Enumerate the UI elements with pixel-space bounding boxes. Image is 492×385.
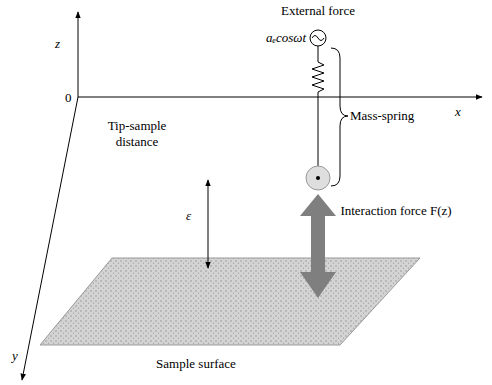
tip-mass [306, 166, 330, 190]
ac-source [310, 30, 326, 46]
axis-label: y [12, 348, 18, 364]
distance-arrow [208, 180, 209, 268]
axis-label: x [455, 104, 461, 120]
ac-symbol [312, 36, 324, 41]
axis-label: z [55, 36, 60, 52]
y-axis [22, 97, 78, 380]
force-title: External force [281, 3, 355, 19]
force-arrow [300, 194, 336, 298]
z-axis [78, 12, 79, 97]
distance-symbol: ε [186, 208, 191, 224]
distance-label: Tip-sample distance [100, 118, 174, 149]
mass-dot [316, 176, 320, 180]
force-formula: aₑcosωt [266, 30, 306, 46]
part-label: Mass-spring [350, 108, 414, 124]
surface-label: Sample surface [156, 356, 236, 372]
sample-surface [40, 258, 420, 345]
brace [331, 48, 348, 186]
x-axis [78, 97, 482, 98]
spring [312, 46, 324, 166]
force-label: Interaction force F(z) [340, 203, 452, 219]
origin-label: 0 [65, 90, 72, 106]
